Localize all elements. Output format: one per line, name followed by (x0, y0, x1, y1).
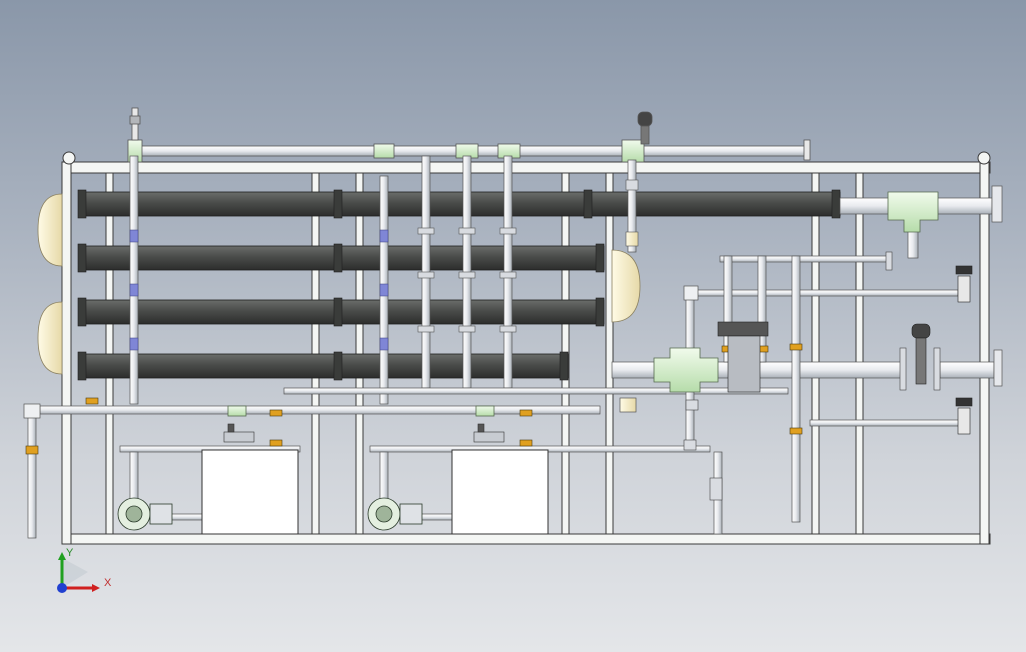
valve-handle (519, 439, 533, 447)
housing-couplings (77, 189, 841, 381)
cip-tank-1 (201, 449, 299, 535)
valve-handle (85, 397, 99, 405)
vessel-end-cap-right (611, 249, 641, 323)
y-axis-label: Y (66, 548, 74, 559)
tank-valve-assemblies (223, 423, 505, 443)
valve-handle (519, 409, 533, 417)
pumps[interactable] (117, 497, 423, 531)
z-axis (57, 583, 67, 593)
membrane-housing-row-4 (79, 353, 569, 379)
cip-tank-2 (451, 449, 549, 535)
manifold-fittings (417, 179, 639, 333)
cip-tanks[interactable] (201, 449, 549, 535)
valve-handle (789, 343, 803, 351)
tee-fittings (227, 191, 939, 417)
flanges (683, 251, 941, 501)
valve-handle (25, 445, 39, 455)
membrane-housing-row-1 (79, 191, 841, 217)
valve-handle (789, 427, 803, 435)
valve-handle (269, 439, 283, 447)
actuated-valves[interactable] (717, 265, 973, 435)
valves[interactable] (25, 343, 803, 455)
coordinate-triad-icon: X Y (57, 548, 112, 593)
elbows (23, 285, 699, 419)
top-header-pipe[interactable] (127, 107, 811, 163)
sight-glasses (129, 229, 389, 351)
valve-handle (269, 409, 283, 417)
vessel-end-caps-left (37, 193, 63, 375)
x-axis-label: X (104, 577, 112, 589)
